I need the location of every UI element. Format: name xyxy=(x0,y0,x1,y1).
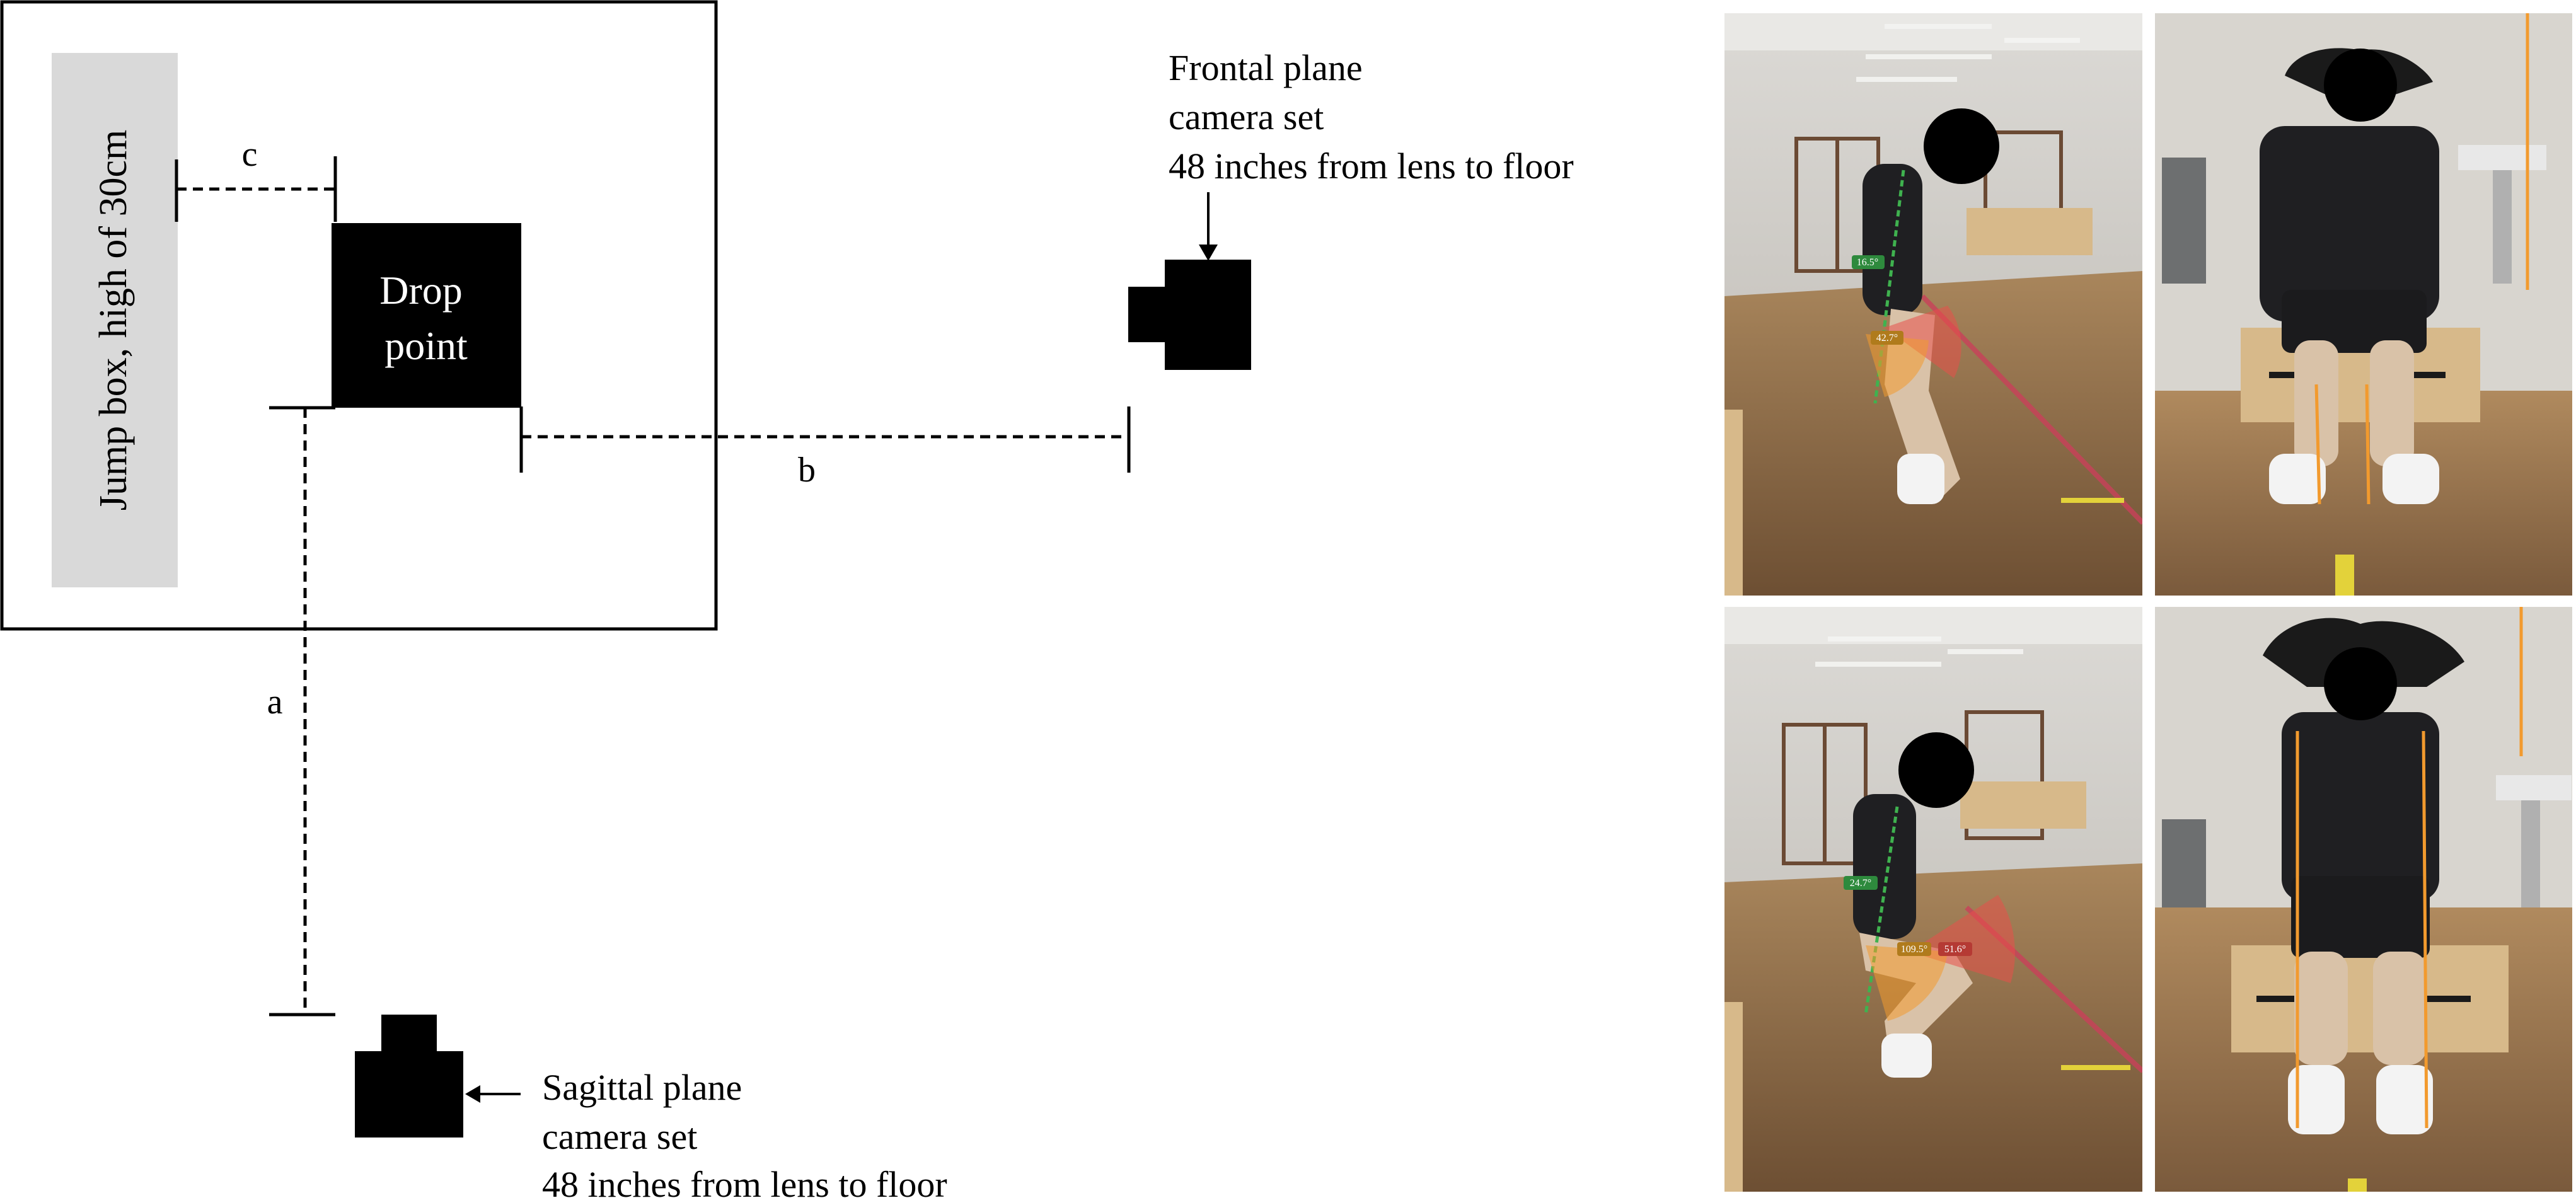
alignment-lines-4 xyxy=(2296,606,2523,1129)
photo-sagittal-flexion xyxy=(1724,606,2143,1192)
sagittal-camera-line-1: Sagittal plane xyxy=(542,1067,742,1108)
athlete-silhouette-4 xyxy=(2263,618,2464,1134)
frontal-camera-line-3: 48 inches from lens to floor xyxy=(1169,146,1574,187)
photo-frontal-flexion-border xyxy=(2154,606,2573,1193)
testing-area-frame xyxy=(0,0,718,631)
angle-label: 42.7° xyxy=(1876,333,1898,343)
photo-frontal-landing-border xyxy=(2154,12,2573,597)
athlete-silhouette-2 xyxy=(2260,48,2439,504)
angle-overlay-1 xyxy=(1852,170,1961,404)
jump-box-label: Jump box, high of 30cm xyxy=(92,130,135,510)
drop-point-line-2: point xyxy=(384,323,468,368)
sagittal-camera-arrowhead xyxy=(465,1085,480,1103)
frontal-camera-line-1: Frontal plane xyxy=(1169,47,1363,88)
drop-point-line-1: Drop xyxy=(379,268,463,313)
angle-label: 109.5° xyxy=(1901,944,1927,955)
face-blur-2 xyxy=(2324,49,2397,122)
jump-box xyxy=(52,53,178,587)
photo-sagittal-landing-border xyxy=(1723,12,2144,597)
frontal-camera-label: Frontal plane camera set 48 inches from … xyxy=(1169,47,1574,187)
frontal-camera-line-2: camera set xyxy=(1169,96,1324,137)
drop-point-label: Drop point xyxy=(379,268,473,368)
athlete-silhouette-1 xyxy=(1863,164,1960,504)
face-blur-4 xyxy=(2324,647,2397,720)
photo-grid: 16.5° 42.7° 24.7° 109.5° 51.6° xyxy=(1723,12,2573,1193)
sagittal-camera-line-2: camera set xyxy=(542,1116,697,1157)
sagittal-camera-line-3: 48 inches from lens to floor xyxy=(542,1164,947,1198)
dimension-b-label: b xyxy=(798,451,816,490)
dimension-c xyxy=(175,156,337,222)
photo-sagittal-flexion-border xyxy=(1723,606,2144,1193)
face-blur-1 xyxy=(1924,108,1999,184)
dimension-c-label: c xyxy=(242,135,258,174)
sagittal-camera-label: Sagittal plane camera set 48 inches from… xyxy=(542,1067,947,1198)
sagittal-camera-icon xyxy=(355,1015,463,1138)
dimension-a-label: a xyxy=(267,683,283,722)
dimension-b xyxy=(519,406,1131,473)
photo-frontal-landing xyxy=(2154,13,2573,596)
alignment-lines-2 xyxy=(2314,13,2529,505)
angle-label: 51.6° xyxy=(1944,944,1966,955)
angle-annotations: 16.5° 42.7° 24.7° 109.5° 51.6° xyxy=(1850,257,1966,955)
setup-diagram: Jump box, high of 30cm Drop point c b a xyxy=(0,0,1574,1198)
angle-label: 24.7° xyxy=(1850,878,1871,889)
photo-frontal-flexion xyxy=(2154,606,2573,1192)
drop-point-block xyxy=(332,223,521,408)
dimension-a xyxy=(269,406,335,1017)
frontal-camera-icon xyxy=(1128,260,1251,370)
face-blur-3 xyxy=(1898,732,1974,808)
frontal-camera-arrowhead xyxy=(1199,245,1218,261)
angle-label: 16.5° xyxy=(1857,257,1878,268)
photo-sagittal-landing xyxy=(1724,13,2143,596)
angle-overlay-3 xyxy=(1844,806,2015,1021)
